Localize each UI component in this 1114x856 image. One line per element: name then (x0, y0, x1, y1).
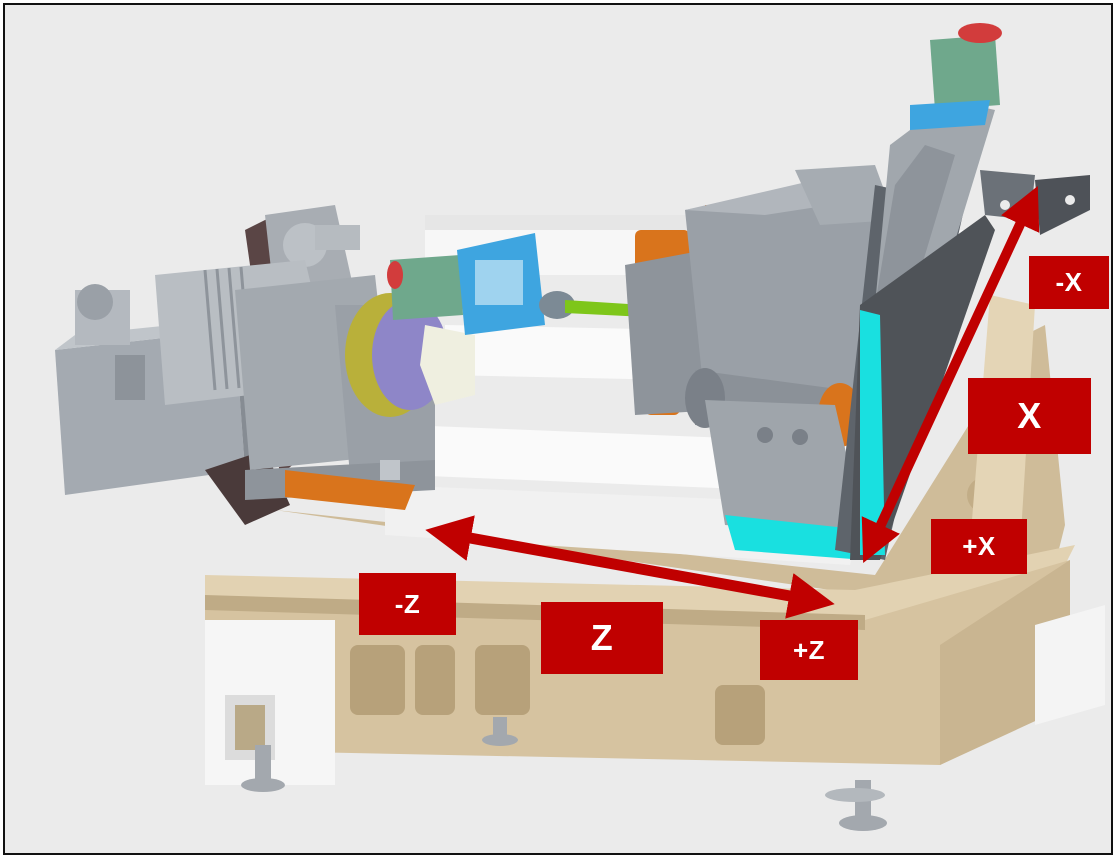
z-axis-label: Z (541, 602, 663, 674)
z-axis-drive (387, 233, 645, 335)
diagram-frame: -X X +X -Z Z +Z (3, 3, 1113, 855)
turret-carriage (625, 165, 905, 560)
minus-x-label: -X (1029, 256, 1109, 309)
z-axis-arrow (425, 515, 835, 619)
cnc-lathe-illustration (55, 23, 1105, 831)
plus-z-label: +Z (760, 620, 858, 680)
z-servo-motor (390, 255, 463, 320)
x-axis-arrow (861, 185, 1040, 564)
x-axis-label: X (968, 378, 1091, 454)
chuck-jaws (420, 325, 475, 405)
headstock (155, 205, 475, 510)
minus-z-label: -Z (359, 573, 456, 635)
plus-x-label: +X (931, 519, 1027, 574)
leveling-feet (241, 717, 887, 831)
x-servo-motor (930, 35, 1000, 110)
ballscrew (565, 300, 645, 317)
